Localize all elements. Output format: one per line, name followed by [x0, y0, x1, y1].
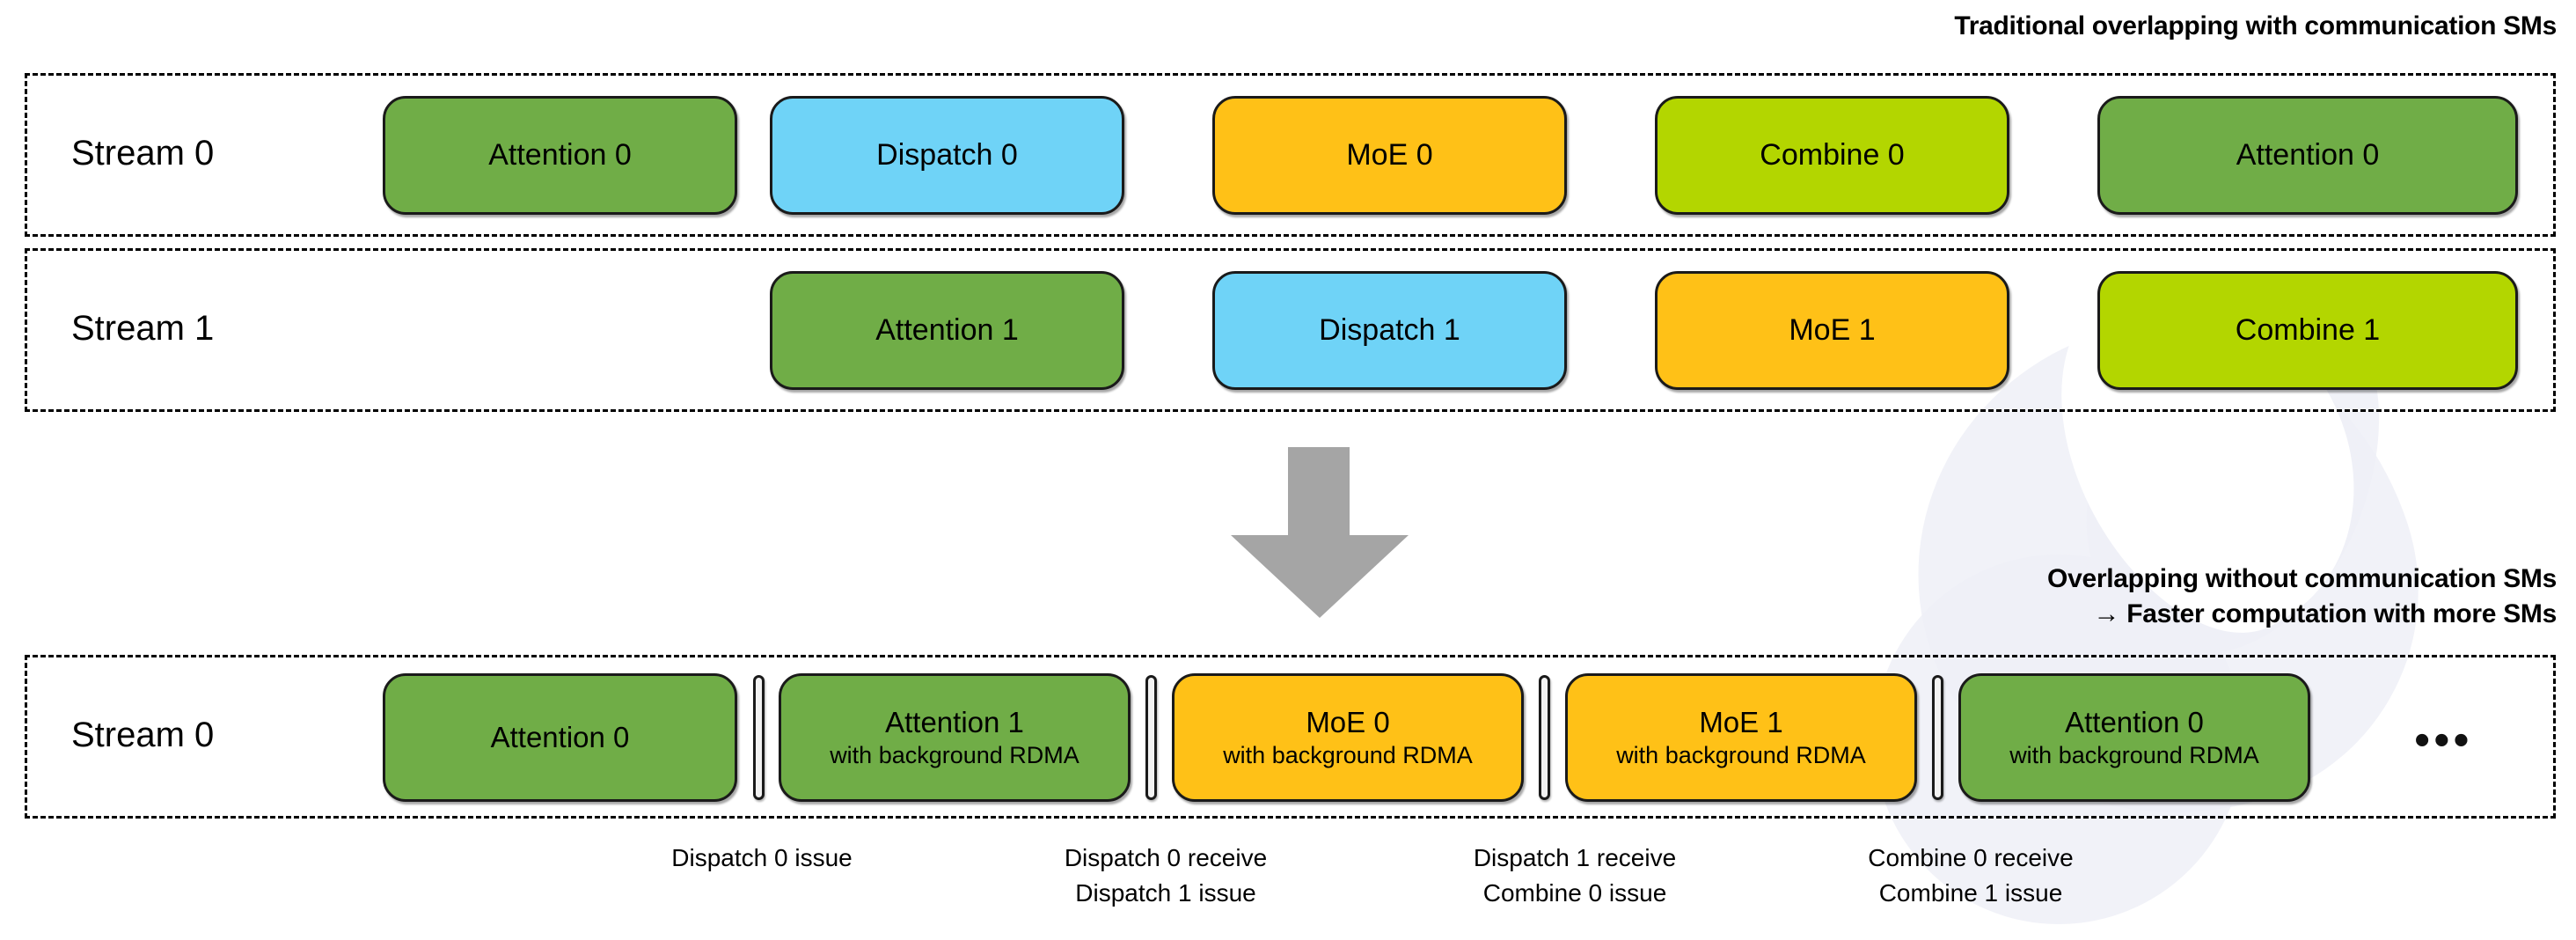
block-attention-0-stream0[interactable]: Attention 0: [383, 96, 737, 215]
block-title: Combine 0: [1760, 137, 1905, 172]
down-arrow-icon: [1231, 447, 1409, 618]
stream-1-label-traditional: Stream 1: [71, 309, 215, 348]
block-title: Attention 1: [875, 312, 1019, 347]
caption-optimized: Overlapping without communication SMs → …: [2047, 564, 2557, 628]
block-subtitle: with background RDMA: [1223, 742, 1473, 769]
annotation-combine-0-receive: Combine 0 receive Combine 1 issue: [1868, 844, 2074, 907]
block-opt-moe-0[interactable]: MoE 0 with background RDMA: [1172, 673, 1524, 802]
block-title: Dispatch 1: [1319, 312, 1460, 347]
block-combine-0-stream0[interactable]: Combine 0: [1655, 96, 2009, 215]
stream-0-label-traditional: Stream 0: [71, 134, 215, 173]
stream-0-label-optimized: Stream 0: [71, 716, 215, 754]
block-opt-attention-1[interactable]: Attention 1 with background RDMA: [779, 673, 1131, 802]
block-title: MoE 0: [1306, 705, 1390, 738]
block-title: Attention 1: [885, 705, 1024, 738]
block-opt-moe-1[interactable]: MoE 1 with background RDMA: [1565, 673, 1917, 802]
block-attention-1-stream1[interactable]: Attention 1: [770, 271, 1124, 390]
block-attention-0b-stream0[interactable]: Attention 0: [2097, 96, 2518, 215]
separator-bar-4: [1932, 675, 1943, 800]
block-title: MoE 0: [1346, 137, 1433, 172]
annotation-dispatch-0-receive: Dispatch 0 receive Dispatch 1 issue: [1064, 844, 1268, 907]
stream-0-track-traditional: Stream 0: [25, 73, 2556, 237]
block-subtitle: with background RDMA: [2009, 742, 2259, 769]
separator-bar-3: [1539, 675, 1550, 800]
stream-0-track-optimized: Stream 0: [25, 655, 2556, 819]
block-title: Attention 0: [2236, 137, 2380, 172]
block-moe-1-stream1[interactable]: MoE 1: [1655, 271, 2009, 390]
block-subtitle: with background RDMA: [1616, 742, 1866, 769]
block-title: Combine 1: [2235, 312, 2381, 347]
block-opt-attention-0b[interactable]: Attention 0 with background RDMA: [1958, 673, 2310, 802]
block-combine-1-stream1[interactable]: Combine 1: [2097, 271, 2518, 390]
block-dispatch-0-stream0[interactable]: Dispatch 0: [770, 96, 1124, 215]
block-opt-attention-0[interactable]: Attention 0: [383, 673, 737, 802]
separator-bar-2: [1145, 675, 1157, 800]
block-title: MoE 1: [1789, 312, 1876, 347]
ellipsis-indicator: •••: [2414, 715, 2473, 766]
separator-bar-1: [753, 675, 765, 800]
block-subtitle: with background RDMA: [830, 742, 1079, 769]
annotation-dispatch-0-issue: Dispatch 0 issue: [671, 844, 853, 871]
block-title: Dispatch 0: [876, 137, 1018, 172]
block-title: MoE 1: [1699, 705, 1783, 738]
stream-1-track-traditional: Stream 1: [25, 248, 2556, 412]
block-title: Attention 0: [2065, 705, 2204, 738]
block-dispatch-1-stream1[interactable]: Dispatch 1: [1212, 271, 1567, 390]
block-title: Attention 0: [488, 137, 632, 172]
block-moe-0-stream0[interactable]: MoE 0: [1212, 96, 1567, 215]
annotation-dispatch-1-receive: Dispatch 1 receive Combine 0 issue: [1473, 844, 1677, 907]
caption-traditional: Traditional overlapping with communicati…: [1954, 11, 2557, 40]
block-title: Attention 0: [490, 720, 630, 753]
